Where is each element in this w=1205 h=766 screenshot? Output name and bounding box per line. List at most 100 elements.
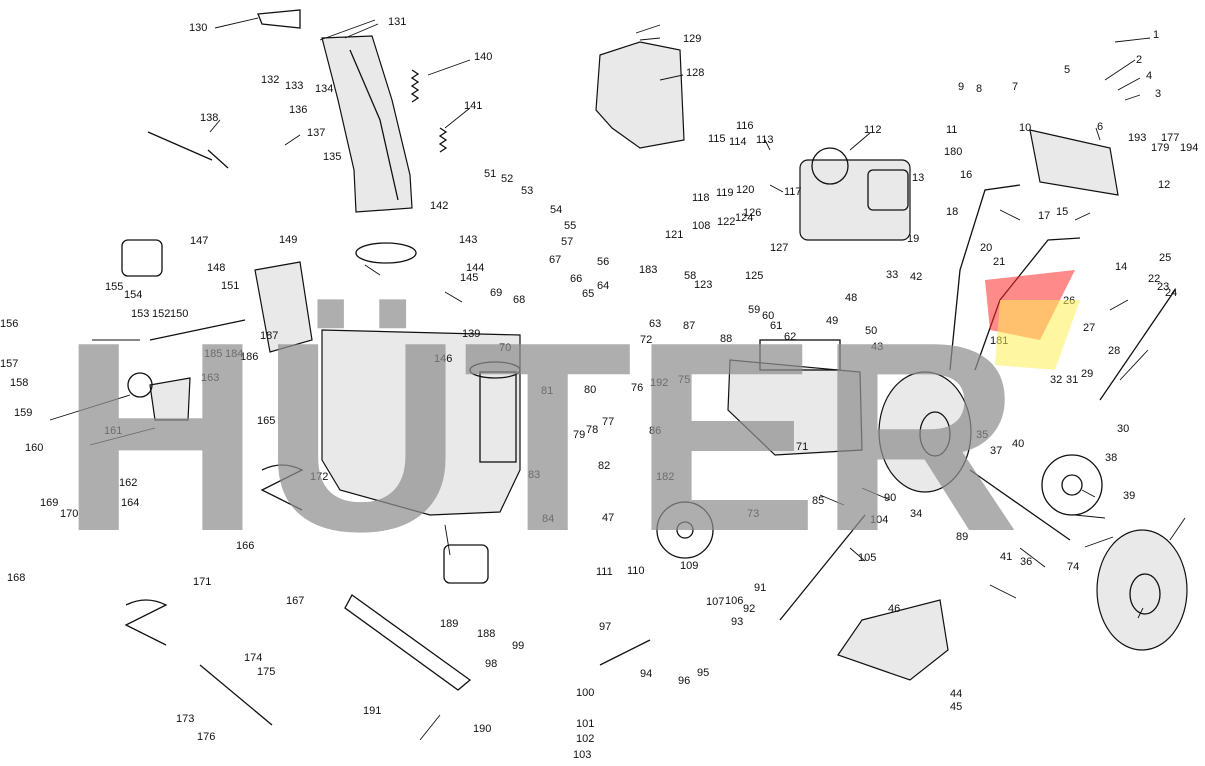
callout-88: 88 bbox=[720, 333, 732, 345]
callout-52: 52 bbox=[501, 173, 513, 185]
callout-58: 58 bbox=[684, 270, 696, 282]
watermark-yellow-accent bbox=[995, 300, 1080, 370]
callout-14: 14 bbox=[1115, 261, 1127, 273]
callout-19: 19 bbox=[907, 233, 919, 245]
tire-right bbox=[1096, 529, 1188, 651]
callout-91: 91 bbox=[754, 582, 766, 594]
callout-108: 108 bbox=[692, 220, 710, 232]
brand-watermark: HÜTER bbox=[60, 270, 1080, 588]
callout-159: 159 bbox=[14, 407, 32, 419]
callout-54: 54 bbox=[550, 204, 562, 216]
spring-140 bbox=[410, 69, 420, 103]
auger-shaft bbox=[149, 319, 246, 341]
callout-45: 45 bbox=[950, 701, 962, 713]
callout-66: 66 bbox=[570, 273, 582, 285]
callout-29: 29 bbox=[1081, 368, 1093, 380]
callout-157: 157 bbox=[0, 358, 18, 370]
callout-185: 185 bbox=[204, 348, 222, 360]
callout-169: 169 bbox=[40, 497, 58, 509]
callout-18: 18 bbox=[946, 206, 958, 218]
callout-180: 180 bbox=[944, 146, 962, 158]
drive-pulley bbox=[656, 501, 714, 559]
callout-125: 125 bbox=[745, 270, 763, 282]
callout-173: 173 bbox=[176, 713, 194, 725]
callout-94: 94 bbox=[640, 668, 652, 680]
callout-labels: 1234567891011121314151617181920212223242… bbox=[0, 16, 1198, 761]
callout-193: 193 bbox=[1128, 132, 1146, 144]
callout-51: 51 bbox=[484, 168, 496, 180]
callout-42: 42 bbox=[910, 271, 922, 283]
callout-179: 179 bbox=[1151, 142, 1169, 154]
callout-131: 131 bbox=[388, 16, 406, 28]
callout-171: 171 bbox=[193, 576, 211, 588]
callout-153: 153 bbox=[131, 308, 149, 320]
callout-161: 161 bbox=[104, 425, 122, 437]
callout-146: 146 bbox=[434, 353, 452, 365]
callout-141: 141 bbox=[464, 100, 482, 112]
callout-34: 34 bbox=[910, 508, 922, 520]
callout-93: 93 bbox=[731, 616, 743, 628]
callout-57: 57 bbox=[561, 236, 573, 248]
callout-192: 192 bbox=[650, 377, 668, 389]
parts-layer bbox=[121, 9, 1188, 726]
callout-176: 176 bbox=[197, 731, 215, 743]
callout-166: 166 bbox=[236, 540, 254, 552]
callout-53: 53 bbox=[521, 185, 533, 197]
callout-158: 158 bbox=[10, 377, 28, 389]
callout-177: 177 bbox=[1161, 132, 1179, 144]
callout-30: 30 bbox=[1117, 423, 1129, 435]
callout-107: 107 bbox=[706, 596, 724, 608]
callout-120: 120 bbox=[736, 184, 754, 196]
callout-123: 123 bbox=[694, 279, 712, 291]
callout-124: 124 bbox=[735, 212, 753, 224]
callout-49: 49 bbox=[826, 315, 838, 327]
callout-80: 80 bbox=[584, 384, 596, 396]
callout-162: 162 bbox=[119, 477, 137, 489]
callout-1: 1 bbox=[1153, 29, 1159, 41]
callout-47: 47 bbox=[602, 512, 614, 524]
callout-56: 56 bbox=[597, 256, 609, 268]
callout-46: 46 bbox=[888, 603, 900, 615]
callout-62: 62 bbox=[784, 331, 796, 343]
light-bracket-2 bbox=[443, 544, 489, 584]
callout-60: 60 bbox=[762, 310, 774, 322]
callout-70: 70 bbox=[499, 342, 511, 354]
callout-76: 76 bbox=[631, 382, 643, 394]
callout-31: 31 bbox=[1066, 374, 1078, 386]
callout-114: 114 bbox=[729, 136, 747, 148]
callout-6: 6 bbox=[1097, 121, 1103, 133]
callout-145: 145 bbox=[460, 272, 478, 284]
callout-33: 33 bbox=[886, 269, 898, 281]
callout-48: 48 bbox=[845, 292, 857, 304]
callout-106: 106 bbox=[725, 595, 743, 607]
callout-129: 129 bbox=[683, 33, 701, 45]
callout-32: 32 bbox=[1050, 374, 1062, 386]
callout-182: 182 bbox=[656, 471, 674, 483]
chute-ring bbox=[355, 242, 417, 264]
callout-50: 50 bbox=[865, 325, 877, 337]
callout-28: 28 bbox=[1108, 345, 1120, 357]
callout-118: 118 bbox=[692, 192, 710, 204]
callout-39: 39 bbox=[1123, 490, 1135, 502]
callout-156: 156 bbox=[0, 318, 18, 330]
callout-183: 183 bbox=[639, 264, 657, 276]
callout-13: 13 bbox=[912, 172, 924, 184]
callout-17: 17 bbox=[1038, 210, 1050, 222]
callout-102: 102 bbox=[576, 733, 594, 745]
control-panel bbox=[1029, 129, 1119, 196]
callout-122: 122 bbox=[717, 216, 735, 228]
upper-handle bbox=[949, 184, 1021, 371]
callout-73: 73 bbox=[747, 508, 759, 520]
cable-94 bbox=[599, 639, 651, 666]
callout-82: 82 bbox=[598, 460, 610, 472]
callout-41: 41 bbox=[1000, 551, 1012, 563]
callout-190: 190 bbox=[473, 723, 491, 735]
callout-87: 87 bbox=[683, 320, 695, 332]
callout-142: 142 bbox=[430, 200, 448, 212]
callout-144: 144 bbox=[466, 262, 484, 274]
callout-84: 84 bbox=[542, 513, 554, 525]
callout-96: 96 bbox=[678, 675, 690, 687]
callout-111: 111 bbox=[596, 566, 613, 578]
lower-handle bbox=[974, 237, 1081, 371]
callout-27: 27 bbox=[1083, 322, 1095, 334]
